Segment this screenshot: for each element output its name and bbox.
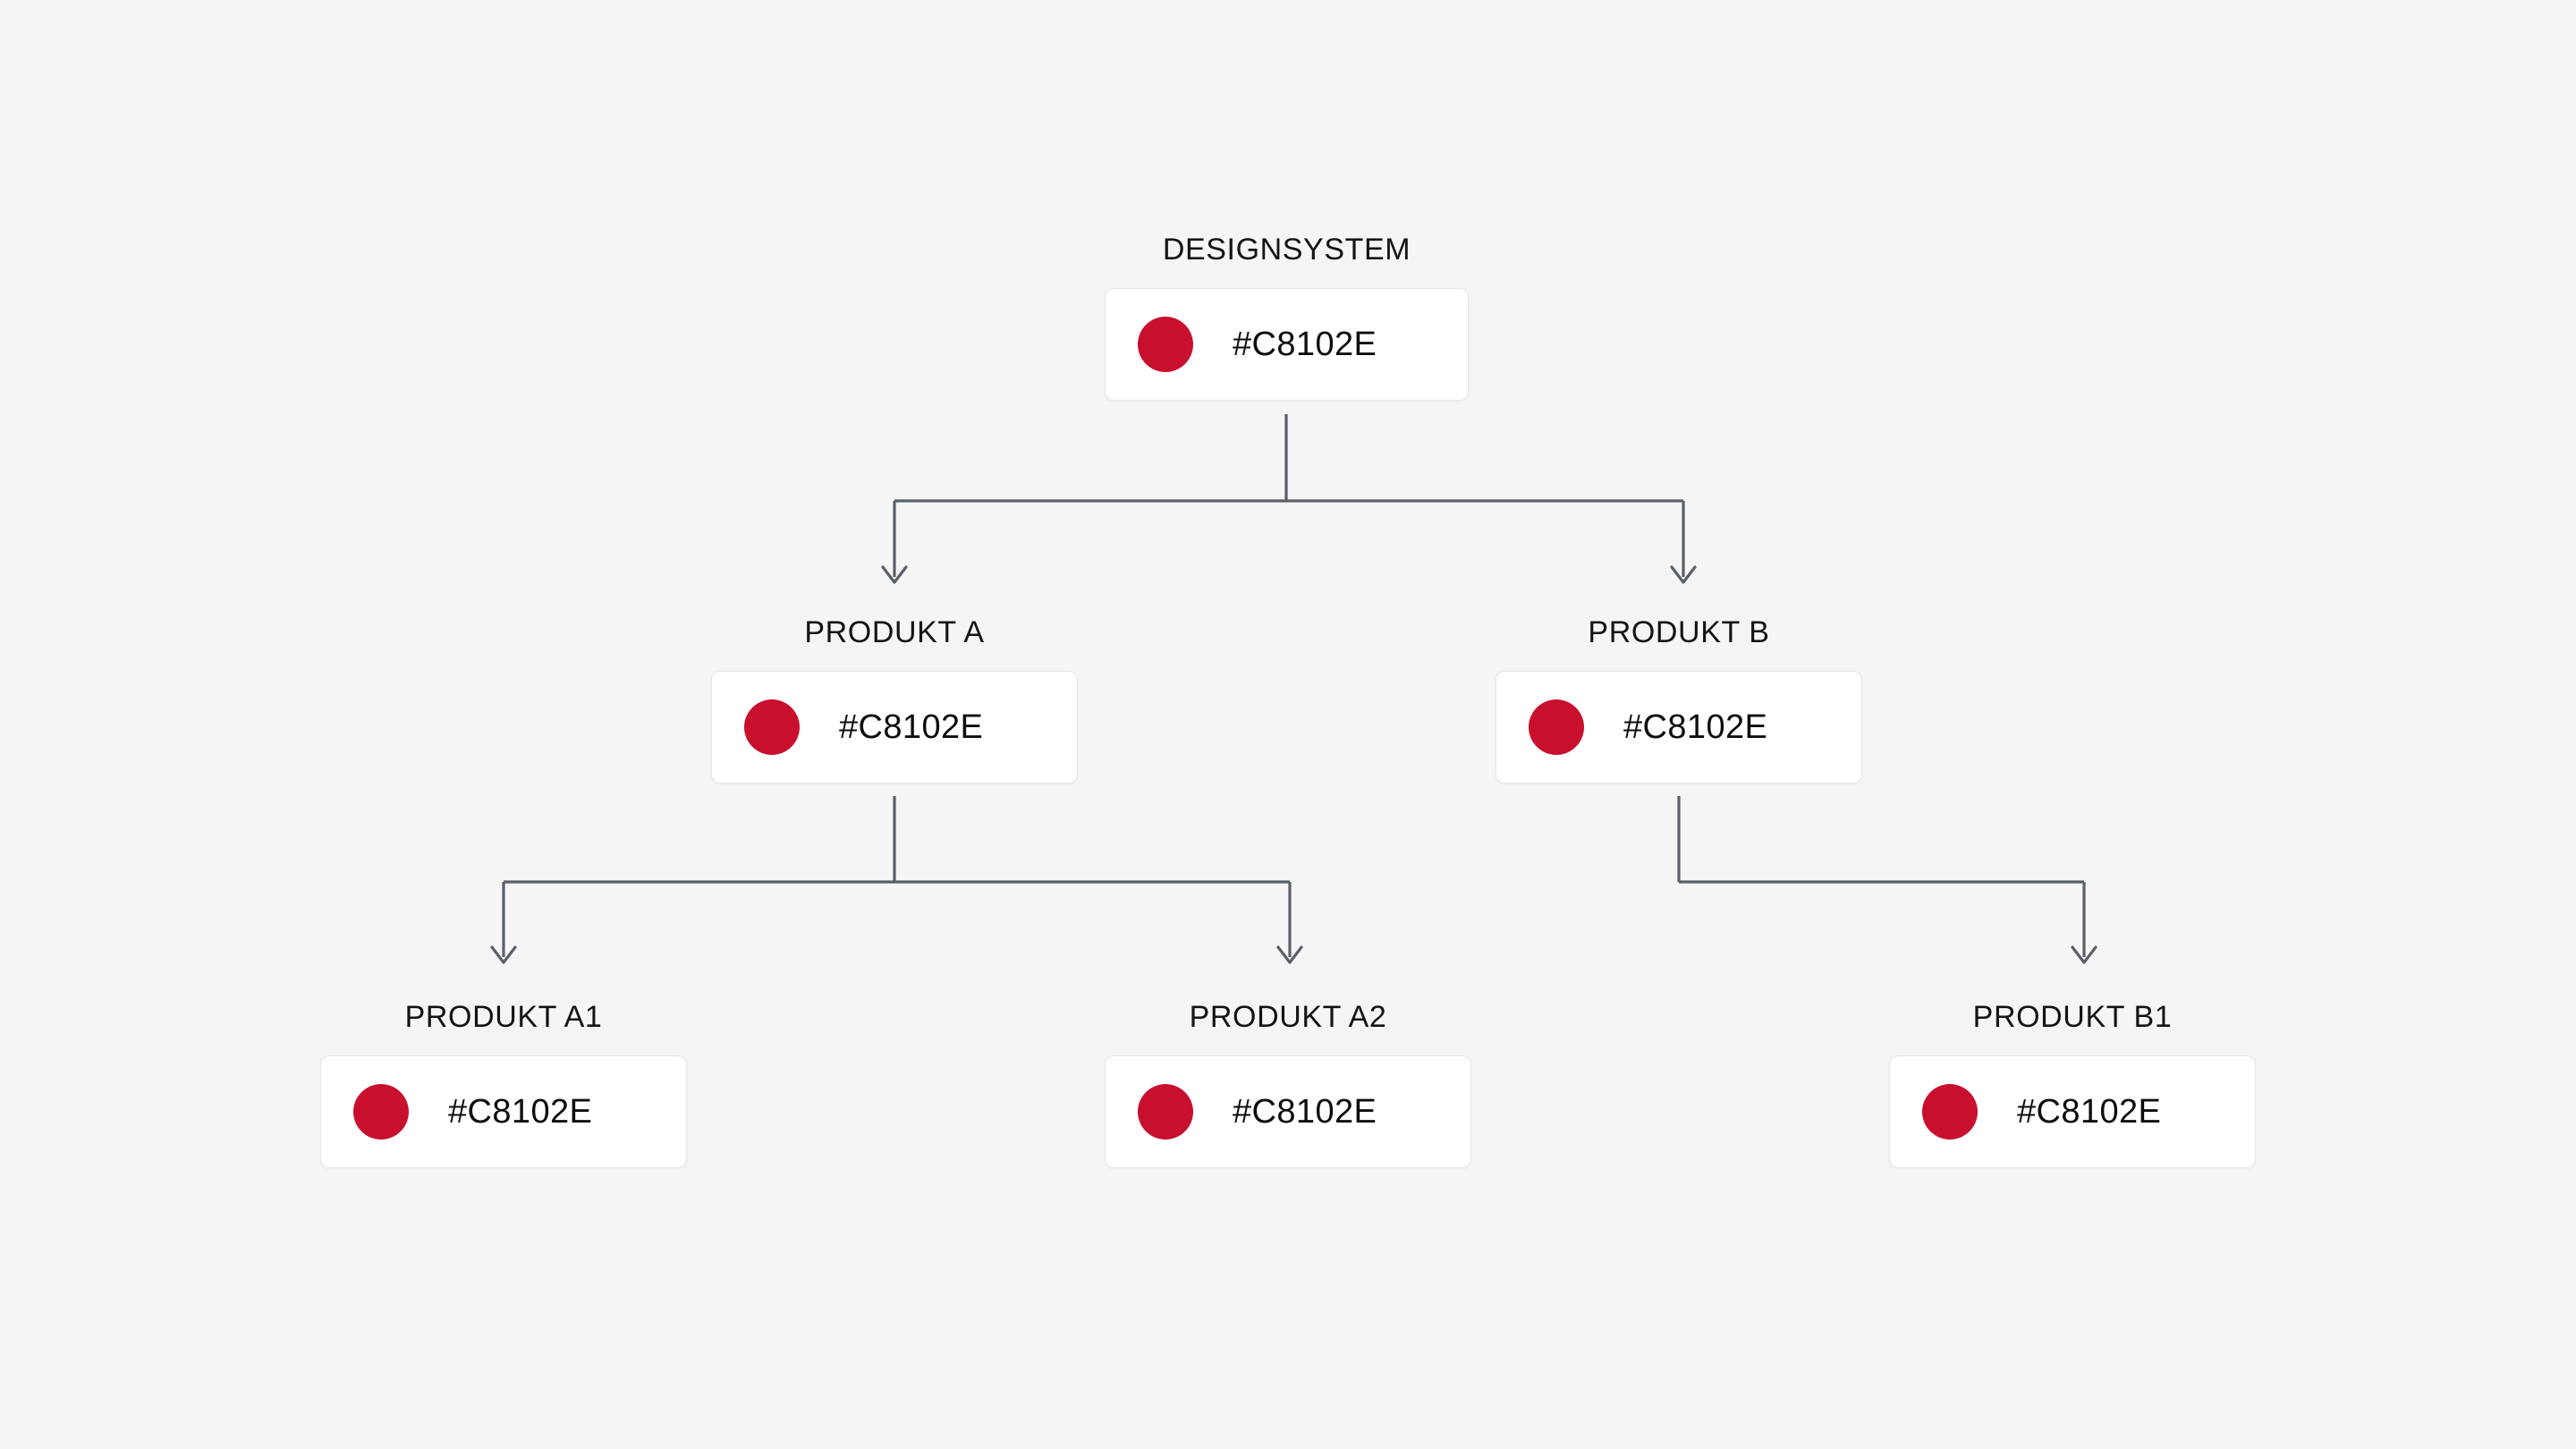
color-value-produkt-a1: #C8102E [448,1092,593,1131]
arrowhead-produkt-a1 [490,945,517,964]
arrowhead-produkt-b [1670,565,1697,584]
color-card-designsystem[interactable]: #C8102E [1105,288,1469,401]
color-card-produkt-a2[interactable]: #C8102E [1105,1055,1471,1168]
color-swatch-icon [1922,1084,1978,1140]
node-label-produkt-b: PRODUKT B [1588,615,1770,649]
color-value-produkt-b1: #C8102E [2017,1092,2162,1131]
color-value-designsystem: #C8102E [1233,325,1377,363]
node-produkt-b1[interactable]: PRODUKT B1 #C8102E [1889,1002,2256,1168]
color-swatch-icon [1138,1084,1193,1140]
arrowhead-produkt-a2 [1276,945,1303,964]
node-label-produkt-a1: PRODUKT A1 [404,1000,603,1034]
node-produkt-a1[interactable]: PRODUKT A1 #C8102E [320,1002,687,1168]
color-swatch-icon [1529,699,1584,755]
color-swatch-icon [744,699,800,755]
color-value-produkt-a2: #C8102E [1233,1092,1377,1131]
arrowhead-produkt-b1 [2071,945,2097,964]
color-value-produkt-b: #C8102E [1623,708,1768,746]
node-label-produkt-a: PRODUKT A [804,615,985,649]
color-card-produkt-a[interactable]: #C8102E [711,671,1078,784]
color-swatch-icon [353,1084,409,1140]
color-value-produkt-a: #C8102E [839,708,984,746]
node-produkt-a[interactable]: PRODUKT A #C8102E [711,617,1078,784]
node-produkt-b[interactable]: PRODUKT B #C8102E [1496,617,1862,784]
node-label-produkt-b1: PRODUKT B1 [1972,1000,2173,1034]
node-produkt-a2[interactable]: PRODUKT A2 #C8102E [1105,1002,1471,1168]
color-card-produkt-b1[interactable]: #C8102E [1889,1055,2256,1168]
node-label-designsystem: DESIGNSYSTEM [1162,233,1411,267]
color-card-produkt-b[interactable]: #C8102E [1496,671,1862,784]
arrowhead-produkt-a [881,565,908,584]
node-label-produkt-a2: PRODUKT A2 [1189,1000,1387,1034]
color-swatch-icon [1138,317,1193,372]
color-card-produkt-a1[interactable]: #C8102E [320,1055,687,1168]
node-designsystem[interactable]: DESIGNSYSTEM #C8102E [1105,234,1469,401]
